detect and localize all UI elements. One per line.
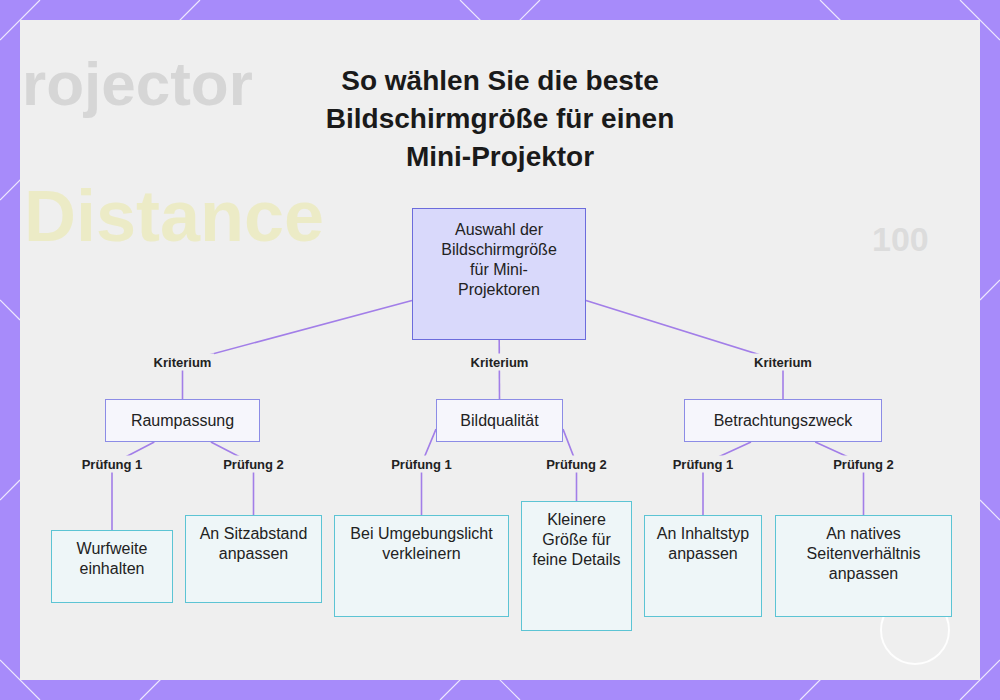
node-text: Kleinere Größe für feine Details [530,510,623,570]
connector-line [183,300,413,399]
background-text: rojector [22,48,253,119]
criterion-box: Bildqualität [436,399,563,442]
node-text: An Inhaltstyp anpassen [653,524,753,564]
node-text: Bildqualität [460,411,538,431]
check-box: Wurfweite einhalten [51,530,173,603]
connector-line [703,442,751,515]
connector-line [211,442,254,515]
background-text: 100 [872,220,929,259]
node-text: Auswahl der Bildschirmgröße für Mini-Pro… [430,220,568,300]
criterion-box: Raumpassung [105,399,260,442]
edge-label: Prüfung 1 [670,456,737,473]
check-box: An Sitzabstand anpassen [185,515,322,603]
check-box: An Inhaltstyp anpassen [644,515,762,617]
check-box: Kleinere Größe für feine Details [521,501,632,631]
edge-label: Kriterium [751,354,815,371]
node-text: Raumpassung [131,411,234,431]
node-text: Wurfweite einhalten [60,539,164,579]
node-text: An natives Seitenverhältnis anpassen [784,524,943,584]
edge-label: Kriterium [468,354,532,371]
edge-label: Prüfung 2 [543,456,610,473]
node-text: Betrachtungszweck [714,411,853,431]
check-box: An natives Seitenverhältnis anpassen [775,515,952,617]
edge-label: Prüfung 1 [79,456,146,473]
check-box: Bei Umgebungslicht verkleinern [334,515,509,617]
connector-line [586,300,783,399]
edge-label: Kriterium [151,354,215,371]
edge-label: Prüfung 2 [220,456,287,473]
node-text: An Sitzabstand anpassen [194,524,313,564]
diagram-title: So wählen Sie die beste Bildschirmgröße … [290,62,710,176]
root-box: Auswahl der Bildschirmgröße für Mini-Pro… [412,208,586,340]
node-text: Bei Umgebungslicht verkleinern [343,524,500,564]
edge-label: Prüfung 1 [388,456,455,473]
criterion-box: Betrachtungszweck [684,399,882,442]
connector-line [815,442,863,515]
edge-label: Prüfung 2 [830,456,897,473]
background-text: Distance [24,175,324,257]
